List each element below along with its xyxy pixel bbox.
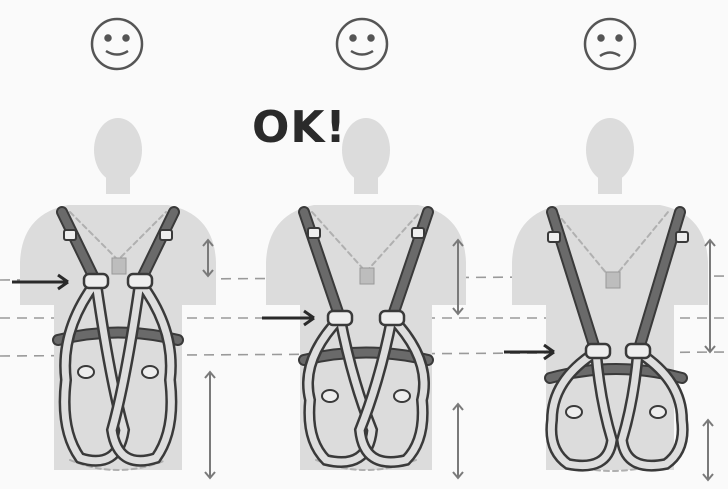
ok-label: OK! xyxy=(252,102,347,153)
frowny-face xyxy=(585,19,635,69)
smiley-face xyxy=(92,19,142,69)
smiley-face xyxy=(337,19,387,69)
panel-left xyxy=(12,19,216,478)
measure-arrow-lower xyxy=(205,372,215,478)
buckle-level-arrow xyxy=(262,311,314,325)
measure-arrow-lower xyxy=(703,420,713,480)
buckle-level-arrow xyxy=(504,345,554,359)
panel-right xyxy=(504,19,715,480)
panel-middle: OK! xyxy=(252,19,466,478)
measure-arrow-lower xyxy=(453,404,463,478)
